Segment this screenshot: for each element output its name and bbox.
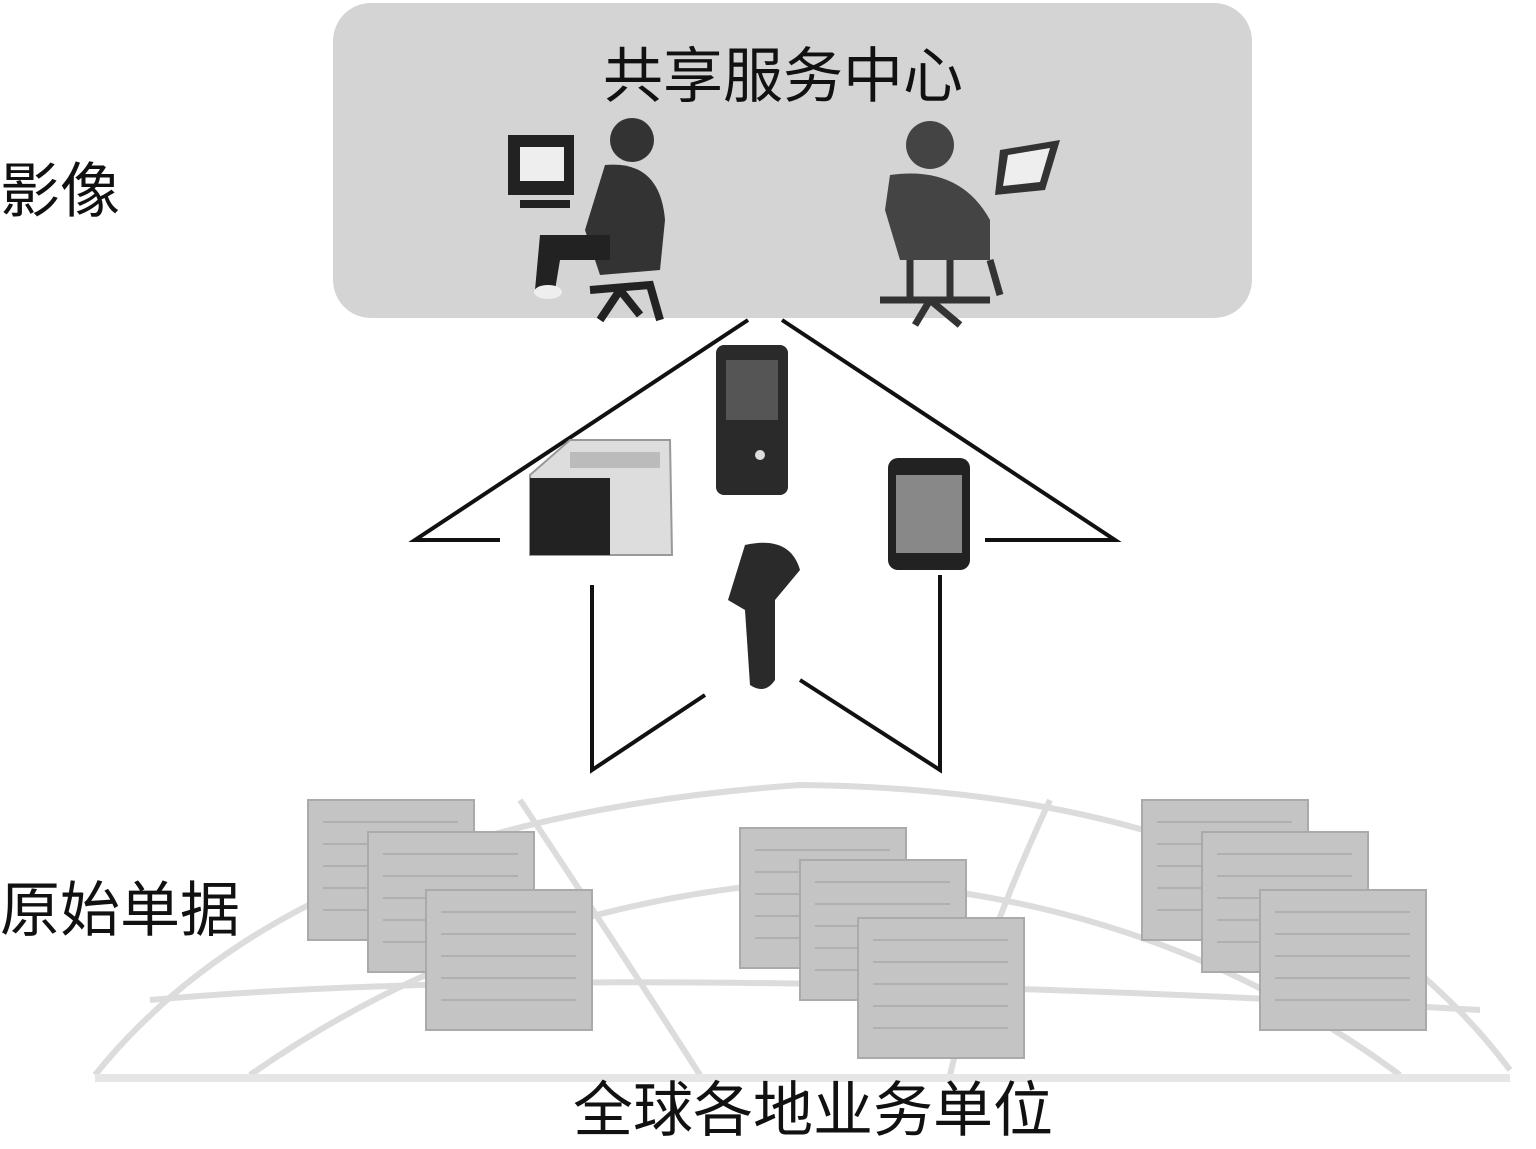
business-units-label: 全球各地业务单位 xyxy=(573,1076,1053,1146)
image-label: 影像 xyxy=(0,157,120,227)
server-icon xyxy=(716,345,788,495)
original-docs-label: 原始单据 xyxy=(0,876,240,946)
document-stacks xyxy=(307,799,1427,1059)
document-icon xyxy=(1259,889,1427,1031)
upload-arrow xyxy=(408,318,1122,774)
printer-scanner-icon xyxy=(529,439,674,556)
document-icon xyxy=(425,889,593,1031)
document-icon xyxy=(857,917,1025,1059)
barcode-scanner-icon xyxy=(728,542,800,689)
worker-laptop-icon xyxy=(880,121,1060,328)
tablet-phone-icon xyxy=(888,458,970,570)
center-title: 共享服务中心 xyxy=(603,42,963,112)
worker-computer-icon xyxy=(508,118,665,323)
